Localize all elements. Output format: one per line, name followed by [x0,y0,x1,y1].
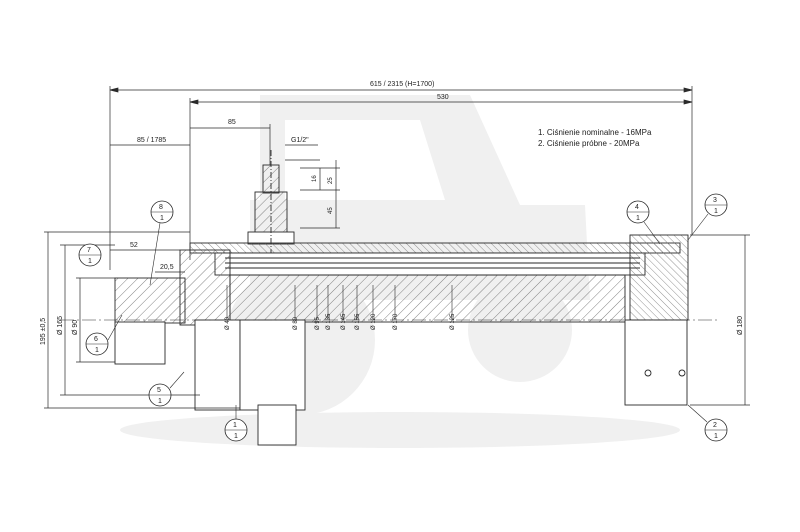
dim-195: 195 ±0,5 [40,318,47,345]
balloon-1-bottom: 1 [234,433,238,440]
note-test-pressure: 2. Ciśnienie próbne - 20MPa [538,139,640,148]
balloon-2-top: 2 [713,422,717,429]
dim-overall: 615 / 2315 (H=1700) [370,81,434,88]
stage-dia-4: Ø 145 [341,313,347,330]
balloon-2-bottom: 1 [714,433,718,440]
balloon-1: 1 1 [224,405,248,442]
balloon-8-top: 8 [159,204,163,211]
balloon-8-bottom: 1 [160,215,164,222]
port-fitting [247,150,295,255]
balloon-3-bottom: 1 [714,208,718,215]
balloon-3-top: 3 [713,197,717,204]
dim-left-offset: 85 / 1785 [137,137,166,144]
balloon-4-bottom: 1 [636,215,640,222]
stage-dia-3: Ø 135 [326,313,332,330]
stage-dia-1: Ø 80 [293,316,299,330]
balloon-4-top: 4 [635,204,639,211]
dim-45: 45 [328,207,334,214]
dim-52: 52 [130,242,138,249]
dim-dia165: Ø 165 [57,316,64,335]
balloon-7: 7 1 [78,243,102,267]
stage-dia-5: Ø 155 [355,313,361,330]
stage-dia-2: Ø 95 [315,316,321,330]
dim-port-offset: 85 [228,119,236,126]
balloon-6-top: 6 [94,336,98,343]
balloon-7-top: 7 [87,247,91,254]
dim-16: 16 [312,175,318,182]
balloon-1-top: 1 [233,422,237,429]
balloon-6: 6 1 [85,314,123,356]
balloon-5: 5 1 [148,371,185,407]
stage-diameter-lines [226,285,453,320]
stage-dia-8: Ø 125 [450,313,456,330]
balloon-6-bottom: 1 [95,347,99,354]
dim-port-thread: G1/2" [291,137,309,144]
top-dimensions [109,86,693,270]
stage-dia-7: Ø 170 [393,313,399,330]
balloon-5-bottom: 1 [158,398,162,405]
balloon-3: 3 1 [687,193,728,241]
stage-dia-6: Ø 120 [371,313,377,330]
balloon-7-bottom: 1 [88,258,92,265]
dim-body-length: 530 [437,94,449,101]
dim-25: 25 [328,177,334,184]
dim-20-5: 20,5 [160,264,174,271]
stage-dia-0: Ø 40 [225,316,231,330]
note-nominal-pressure: 1. Ciśnienie nominalne - 16MPa [538,128,652,137]
balloon-5-top: 5 [157,387,161,394]
dim-dia90: Ø 90 [72,320,79,335]
balloon-8: 8 1 [149,200,174,286]
cylinder-body [60,234,720,446]
dim-dia180: Ø 180 [737,316,744,335]
left-dimensions [44,231,750,409]
balloon-2: 2 1 [687,404,728,442]
balloon-4: 4 1 [626,200,661,245]
